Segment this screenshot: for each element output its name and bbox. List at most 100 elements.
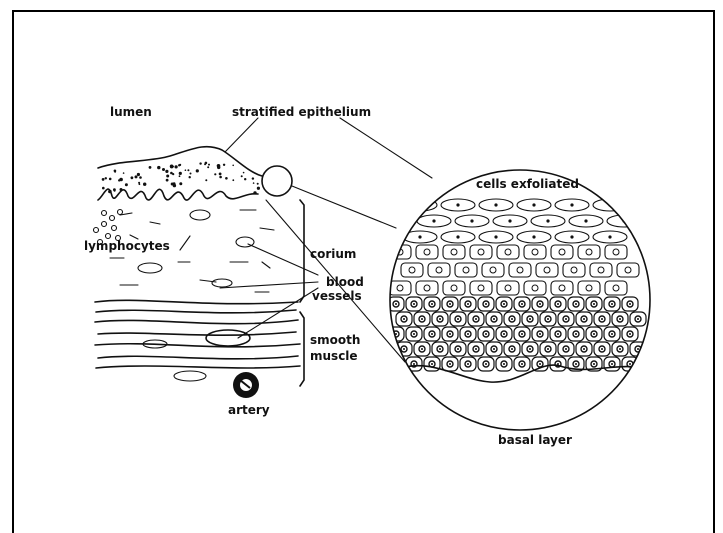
artery-shape [233,372,259,398]
squamous-cell [551,281,573,295]
cell-nucleolus [611,363,613,365]
cell-nucleus [424,249,430,255]
cell-nucleolus [449,303,451,305]
squamous-cell [509,263,531,277]
stipple-dot [162,168,165,171]
cell-nucleus [517,267,523,273]
cell-nucleolus [493,348,495,350]
cell-nucleus [570,235,573,238]
cell-nucleolus [467,363,469,365]
cell-nucleolus [395,333,397,335]
stipple-dot [171,183,174,186]
cell-nucleus [559,249,565,255]
basal-cell [388,357,404,371]
stipple-dot [120,188,123,191]
squamous-cell [389,281,411,295]
epithelium-section [98,147,262,200]
cell-nucleolus [493,318,495,320]
cell-nucleolus [619,318,621,320]
label-vessels: vessels [312,289,362,303]
stipple-dot [137,173,140,176]
stipple-dot [165,170,168,173]
cell-nucleolus [529,318,531,320]
cell-nucleus [584,219,587,222]
cell-nucleus [424,285,430,291]
squamous-cell [578,245,600,259]
stipple-dot [241,175,243,177]
stipple-dot [135,175,138,178]
cell-nucleolus [439,348,441,350]
stipple-dot [109,178,112,181]
squamous-cell [443,281,465,295]
cell-nucleolus [403,348,405,350]
cell-nucleolus [601,348,603,350]
cell-nucleolus [539,333,541,335]
cell-nucleus [418,235,421,238]
cell-nucleolus [521,303,523,305]
cell-nucleolus [503,303,505,305]
stipple-dot [175,165,178,168]
stipple-dot [102,178,105,181]
cell-nucleus [494,203,497,206]
stipple-dot [189,176,191,178]
squamous-cell [482,263,504,277]
stipple-dot [179,172,182,175]
cell-nucleus [570,203,573,206]
stipple-dot [170,165,174,169]
cell-nucleolus [431,363,433,365]
cell-nucleus [586,285,592,291]
cell-nucleus [586,249,592,255]
stipple-dot [108,190,112,194]
cell-nucleus [456,203,459,206]
stipple-dot [157,166,160,169]
cell-nucleolus [593,333,595,335]
magnified-area-circle [262,166,292,196]
label-artery: artery [228,403,270,417]
squamous-cell [443,245,465,259]
cell-nucleus [598,267,604,273]
stipple-dot [102,187,105,190]
stipple-dot [178,164,180,166]
cell-nucleus [532,249,538,255]
cell-nucleolus [629,363,631,365]
cell-nucleus [409,267,415,273]
squamous-cell [470,281,492,295]
cell-nucleolus [629,303,631,305]
cell-nucleus [505,285,511,291]
muscle-bracket [300,312,304,386]
squamous-cell [536,263,558,277]
cell-nucleolus [521,363,523,365]
label-corium: corium [310,247,356,261]
cell-nucleolus [557,333,559,335]
stipple-dot [217,166,220,169]
smooth-muscle-section [95,300,300,381]
cell-nucleus [494,235,497,238]
cell-nucleus [532,235,535,238]
cell-nucleolus [503,333,505,335]
cell-nucleolus [529,348,531,350]
stipple-dot [118,179,120,181]
cell-nucleus [418,203,421,206]
cell-nucleolus [395,303,397,305]
cell-nucleolus [439,318,441,320]
cell-nucleolus [547,348,549,350]
cell-nucleus [436,267,442,273]
squamous-cell [428,263,450,277]
cell-nucleus [532,285,538,291]
squamous-cell [590,263,612,277]
cell-nucleolus [539,363,541,365]
stipple-dot [139,176,142,179]
cell-nucleolus [475,348,477,350]
stipple-dot [244,178,246,180]
cell-nucleolus [593,303,595,305]
squamous-cell [524,281,546,295]
cell-nucleolus [575,333,577,335]
magnified-epithelium [388,170,650,430]
cell-nucleolus [593,363,595,365]
squamous-cell [416,245,438,259]
cell-nucleolus [637,348,639,350]
stipple-dot [205,179,207,181]
cell-nucleolus [413,303,415,305]
cell-nucleolus [547,318,549,320]
stipple-dot [185,169,187,171]
